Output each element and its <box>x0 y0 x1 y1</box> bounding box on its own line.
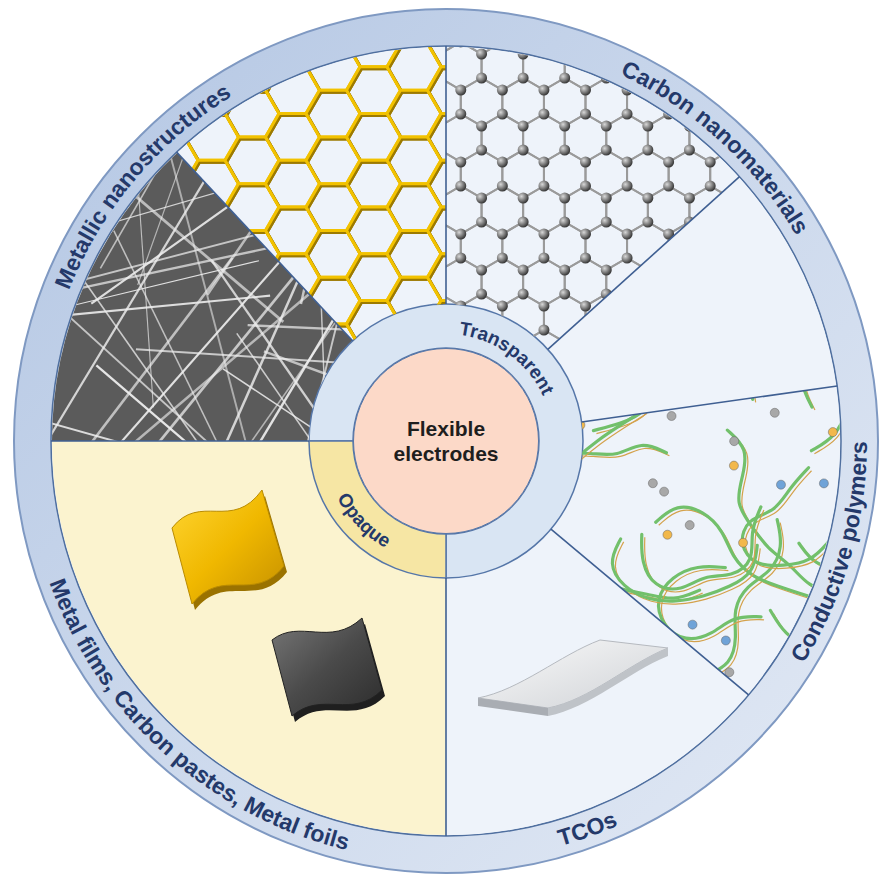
category-label: TCOs <box>555 806 621 851</box>
metal-mesh <box>63 0 726 583</box>
sector-fill <box>446 529 748 835</box>
transparent-band <box>309 304 583 578</box>
sector-divider <box>551 529 749 695</box>
category-label: Conductive polymers <box>785 441 872 666</box>
tco-slab <box>478 640 668 716</box>
category-label: Carbon nanomaterials <box>618 55 815 238</box>
sector-divider <box>548 177 740 350</box>
category-label: Metal films, Carbon pastes, Metal foils <box>45 575 352 855</box>
sector-fill <box>177 47 446 341</box>
outer-ring <box>14 9 878 873</box>
center-title: Flexible electrodes <box>376 416 516 466</box>
sector-fill <box>548 177 836 422</box>
sector-divider <box>445 578 447 836</box>
polymer-chains <box>478 254 855 881</box>
center-circle: Flexible electrodes <box>353 348 539 534</box>
sector-divider <box>582 386 837 422</box>
sector-divider <box>177 152 353 341</box>
sector-divider <box>445 46 447 304</box>
sector-disc <box>51 46 841 836</box>
sector-divider <box>51 440 309 442</box>
nanowire-network <box>0 20 594 606</box>
opaque-sheets <box>172 490 385 722</box>
category-label: Metallic nanostructures <box>50 78 235 292</box>
